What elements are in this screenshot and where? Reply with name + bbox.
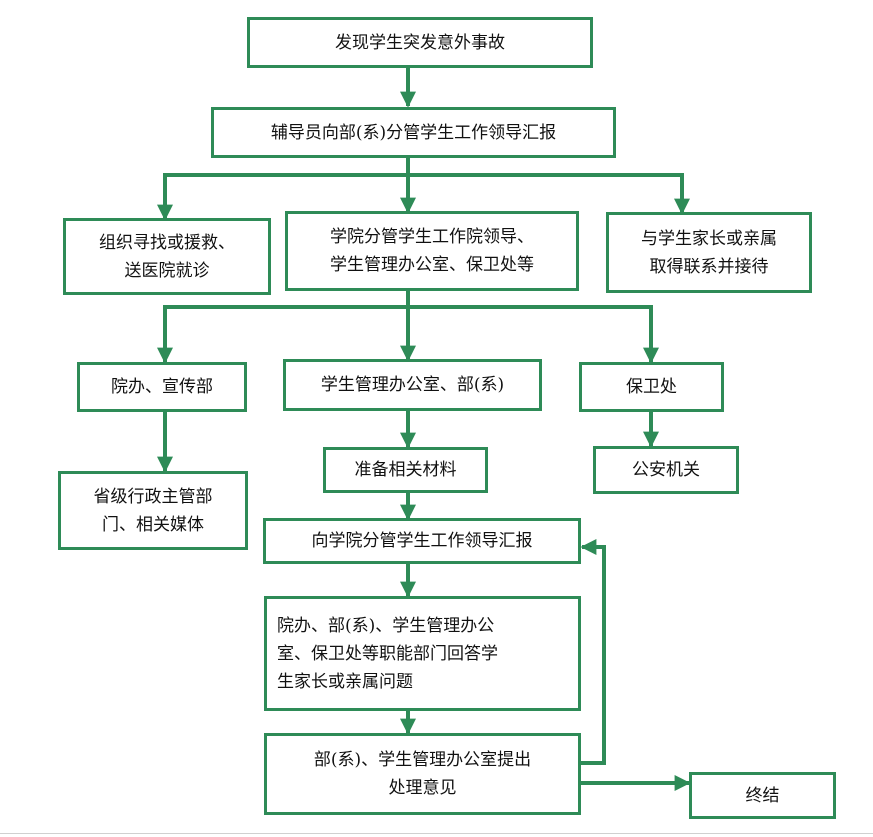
arrow-report-to-family [408, 173, 690, 215]
node-report-dept: 辅导员向部(系)分管学生工作领导汇报 [211, 107, 616, 158]
page-bottom-divider [0, 833, 873, 834]
node-college-leaders: 学院分管学生工作院领导、 学生管理办公室、保卫处等 [285, 211, 579, 291]
node-contact-family: 与学生家长或亲属 取得联系并接待 [606, 212, 812, 293]
node-provincial: 省级行政主管部 门、相关媒体 [58, 471, 248, 550]
node-rescue: 组织寻找或援救、 送医院就诊 [63, 218, 271, 295]
node-answer-family: 院办、部(系)、学生管理办公 室、保卫处等职能部门回答学 生家长或亲属问题 [264, 596, 581, 711]
node-discover: 发现学生突发意外事故 [247, 17, 593, 68]
node-prepare-materials: 准备相关材料 [323, 447, 488, 493]
node-security: 保卫处 [579, 362, 724, 412]
node-police: 公安机关 [593, 446, 739, 494]
arrow-feedback-loop [580, 539, 606, 765]
node-student-office-dept: 学生管理办公室、部(系) [283, 359, 542, 411]
arrow-report-to-rescue [157, 173, 408, 221]
node-office-publicity: 院办、宣传部 [77, 362, 247, 412]
arrow-leaders-to-publicity [157, 305, 408, 364]
node-report-college: 向学院分管学生工作领导汇报 [263, 518, 581, 564]
node-propose: 部(系)、学生管理办公室提出 处理意见 [264, 733, 581, 815]
arrow-leaders-to-security [408, 305, 659, 364]
node-end: 终结 [689, 772, 836, 819]
